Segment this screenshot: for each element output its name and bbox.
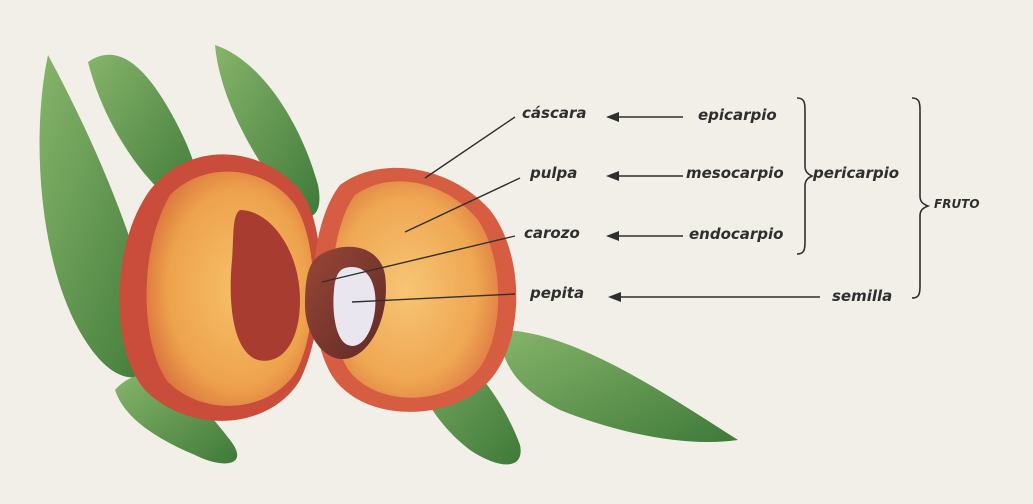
- label-epicarpio: epicarpio: [698, 108, 777, 123]
- arrows: [606, 112, 820, 302]
- brace-fruto: [912, 98, 928, 298]
- label-endocarpio: endocarpio: [689, 227, 784, 242]
- leader-cascara: [425, 117, 515, 178]
- label-mesocarpio: mesocarpio: [686, 166, 784, 181]
- label-pepita: pepita: [530, 286, 584, 301]
- leaf-bottom-right: [500, 330, 738, 442]
- label-pulpa: pulpa: [530, 166, 577, 181]
- brace-pericarpio: [797, 98, 812, 254]
- label-pericarpio: pericarpio: [813, 166, 899, 181]
- arrow-semilla: [608, 292, 820, 302]
- label-fruto: FRUTO: [934, 198, 980, 210]
- label-cascara: cáscara: [522, 106, 586, 121]
- arrow-endocarpio: [606, 231, 683, 241]
- braces: [797, 98, 928, 298]
- label-carozo: carozo: [524, 226, 580, 241]
- peach-left-half: [119, 154, 320, 420]
- label-semilla: semilla: [832, 289, 892, 304]
- arrow-mesocarpio: [606, 171, 683, 181]
- peach-right-half: [305, 168, 516, 412]
- arrow-epicarpio: [606, 112, 683, 122]
